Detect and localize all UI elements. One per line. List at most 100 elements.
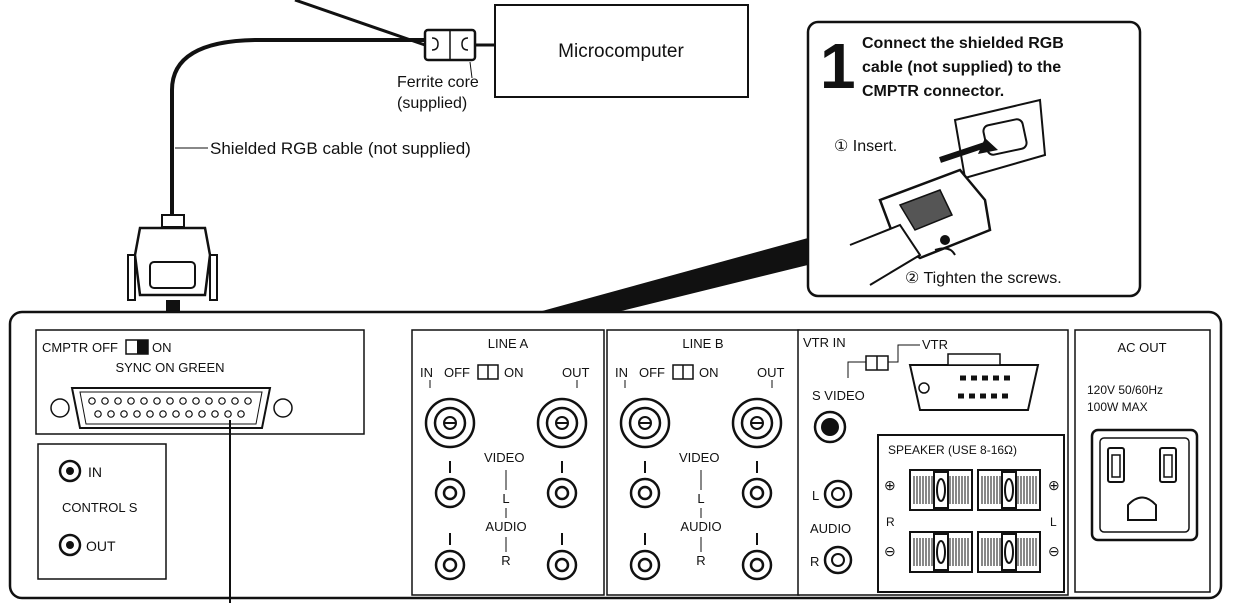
rgb-cable (170, 38, 430, 218)
dsub-pin (114, 397, 122, 405)
dsub-pin (198, 410, 206, 418)
dsub-pin (133, 410, 141, 418)
speaker-l-label: L (1050, 515, 1057, 529)
cmptr-off-label: OFF (92, 340, 118, 355)
dsub-pin (218, 397, 226, 405)
line-video-label: VIDEO (484, 450, 524, 465)
line-a-section: LINE A IN OFF ON OUT VIDEO L AUDIO R (411, 329, 605, 596)
speaker-terminal[interactable] (977, 469, 1041, 511)
vtr-audio-label: AUDIO (810, 521, 851, 536)
speaker-terminal[interactable] (977, 531, 1041, 573)
speaker-r-label: R (886, 515, 895, 529)
step-substep2: ② Tighten the screws. (905, 270, 1062, 287)
dsub-pin (231, 397, 239, 405)
step-substep1: ① Insert. (834, 138, 897, 155)
ferrite-core (423, 28, 495, 62)
line-audio-label: AUDIO (485, 519, 526, 534)
dsub-pin (211, 410, 219, 418)
s-video-jack[interactable] (813, 410, 847, 444)
speaker-plus-left: ⊕ (884, 477, 896, 493)
in-audio-r-jack[interactable] (629, 533, 661, 581)
vtr-audio-l-jack[interactable] (823, 479, 853, 509)
vtr-connector[interactable] (908, 353, 1040, 411)
step-line3: CMPTR connector. (862, 83, 1004, 100)
line-r-label: R (696, 553, 705, 568)
vtr-r-label: R (810, 554, 819, 569)
video-in-bnc-jack[interactable] (619, 397, 671, 449)
line-on-label: ON (699, 365, 719, 380)
control-s-in-jack[interactable] (58, 459, 82, 483)
computer-cable-upper (294, 0, 426, 47)
out-audio-l-jack[interactable] (741, 461, 773, 509)
vtr-l-label: L (812, 488, 819, 503)
ac-out-title: AC OUT (1117, 340, 1166, 355)
speaker-terminal[interactable] (909, 531, 973, 573)
dsub-pin (224, 410, 232, 418)
ac-outlet[interactable] (1090, 428, 1199, 542)
dsub-pin (127, 397, 135, 405)
line-out-label: OUT (562, 365, 590, 380)
line-in-label: IN (420, 365, 433, 380)
dsub-pin (153, 397, 161, 405)
video-in-bnc-jack[interactable] (424, 397, 476, 449)
line-off-label: OFF (444, 365, 470, 380)
line-video-label: VIDEO (679, 450, 719, 465)
in-audio-l-jack[interactable] (434, 461, 466, 509)
ac-out-spec1: 120V 50/60Hz (1087, 383, 1163, 397)
dsub-pin (185, 410, 193, 418)
microcomputer-label: Microcomputer (558, 41, 684, 62)
video-out-bnc-jack[interactable] (731, 397, 783, 449)
cmptr-on-label: ON (152, 340, 172, 355)
cmptr-label: CMPTR (42, 340, 88, 355)
dsub-pin (101, 397, 109, 405)
step-number: 1 (820, 30, 856, 102)
line-off-label: OFF (639, 365, 665, 380)
line-r-label: R (501, 553, 510, 568)
step-line2: cable (not supplied) to the (862, 59, 1061, 76)
dsub-pin (88, 397, 96, 405)
vtr-in-label: VTR IN (803, 335, 846, 350)
control-s-out-label: OUT (86, 538, 116, 554)
dsub-pin (192, 397, 200, 405)
ferrite-label-line1: Ferrite core (397, 74, 479, 91)
dsub-pin (179, 397, 187, 405)
dsub-pin (159, 410, 167, 418)
dsub-pin (237, 410, 245, 418)
speaker-minus-right: ⊖ (1048, 543, 1060, 559)
video-out-bnc-jack[interactable] (536, 397, 588, 449)
sync-label: SYNC ON GREEN (115, 360, 224, 375)
out-audio-r-jack[interactable] (741, 533, 773, 581)
control-s-out-jack[interactable] (58, 533, 82, 557)
speaker-minus-left: ⊖ (884, 543, 896, 559)
out-audio-r-jack[interactable] (546, 533, 578, 581)
speaker-label: SPEAKER (USE 8-16Ω) (888, 443, 1017, 457)
line-audio-label: AUDIO (680, 519, 721, 534)
line-l-label: L (502, 491, 509, 506)
cmptr-connector[interactable] (50, 387, 293, 429)
control-s-label: CONTROL S (62, 500, 138, 515)
dsub-pin (107, 410, 115, 418)
ac-out-spec2: 100W MAX (1087, 400, 1148, 414)
out-audio-l-jack[interactable] (546, 461, 578, 509)
line-in-label: IN (615, 365, 628, 380)
dsub-pin (244, 397, 252, 405)
dsub-pin (166, 397, 174, 405)
line-on-label: ON (504, 365, 524, 380)
in-audio-l-jack[interactable] (629, 461, 661, 509)
speaker-terminal[interactable] (909, 469, 973, 511)
ferrite-label-line2: (supplied) (397, 95, 467, 112)
dsub-pin (205, 397, 213, 405)
dsub-pin (120, 410, 128, 418)
cable-label: Shielded RGB cable (not supplied) (210, 139, 471, 158)
in-audio-r-jack[interactable] (434, 533, 466, 581)
line-b-title: LINE B (682, 336, 723, 351)
line-a-title: LINE A (488, 336, 529, 351)
vtr-label: VTR (922, 337, 948, 352)
step-line1: Connect the shielded RGB (862, 35, 1064, 52)
insert-illustration (849, 98, 1047, 286)
line-l-label: L (697, 491, 704, 506)
dsub-pin (146, 410, 154, 418)
vtr-audio-r-jack[interactable] (823, 545, 853, 575)
